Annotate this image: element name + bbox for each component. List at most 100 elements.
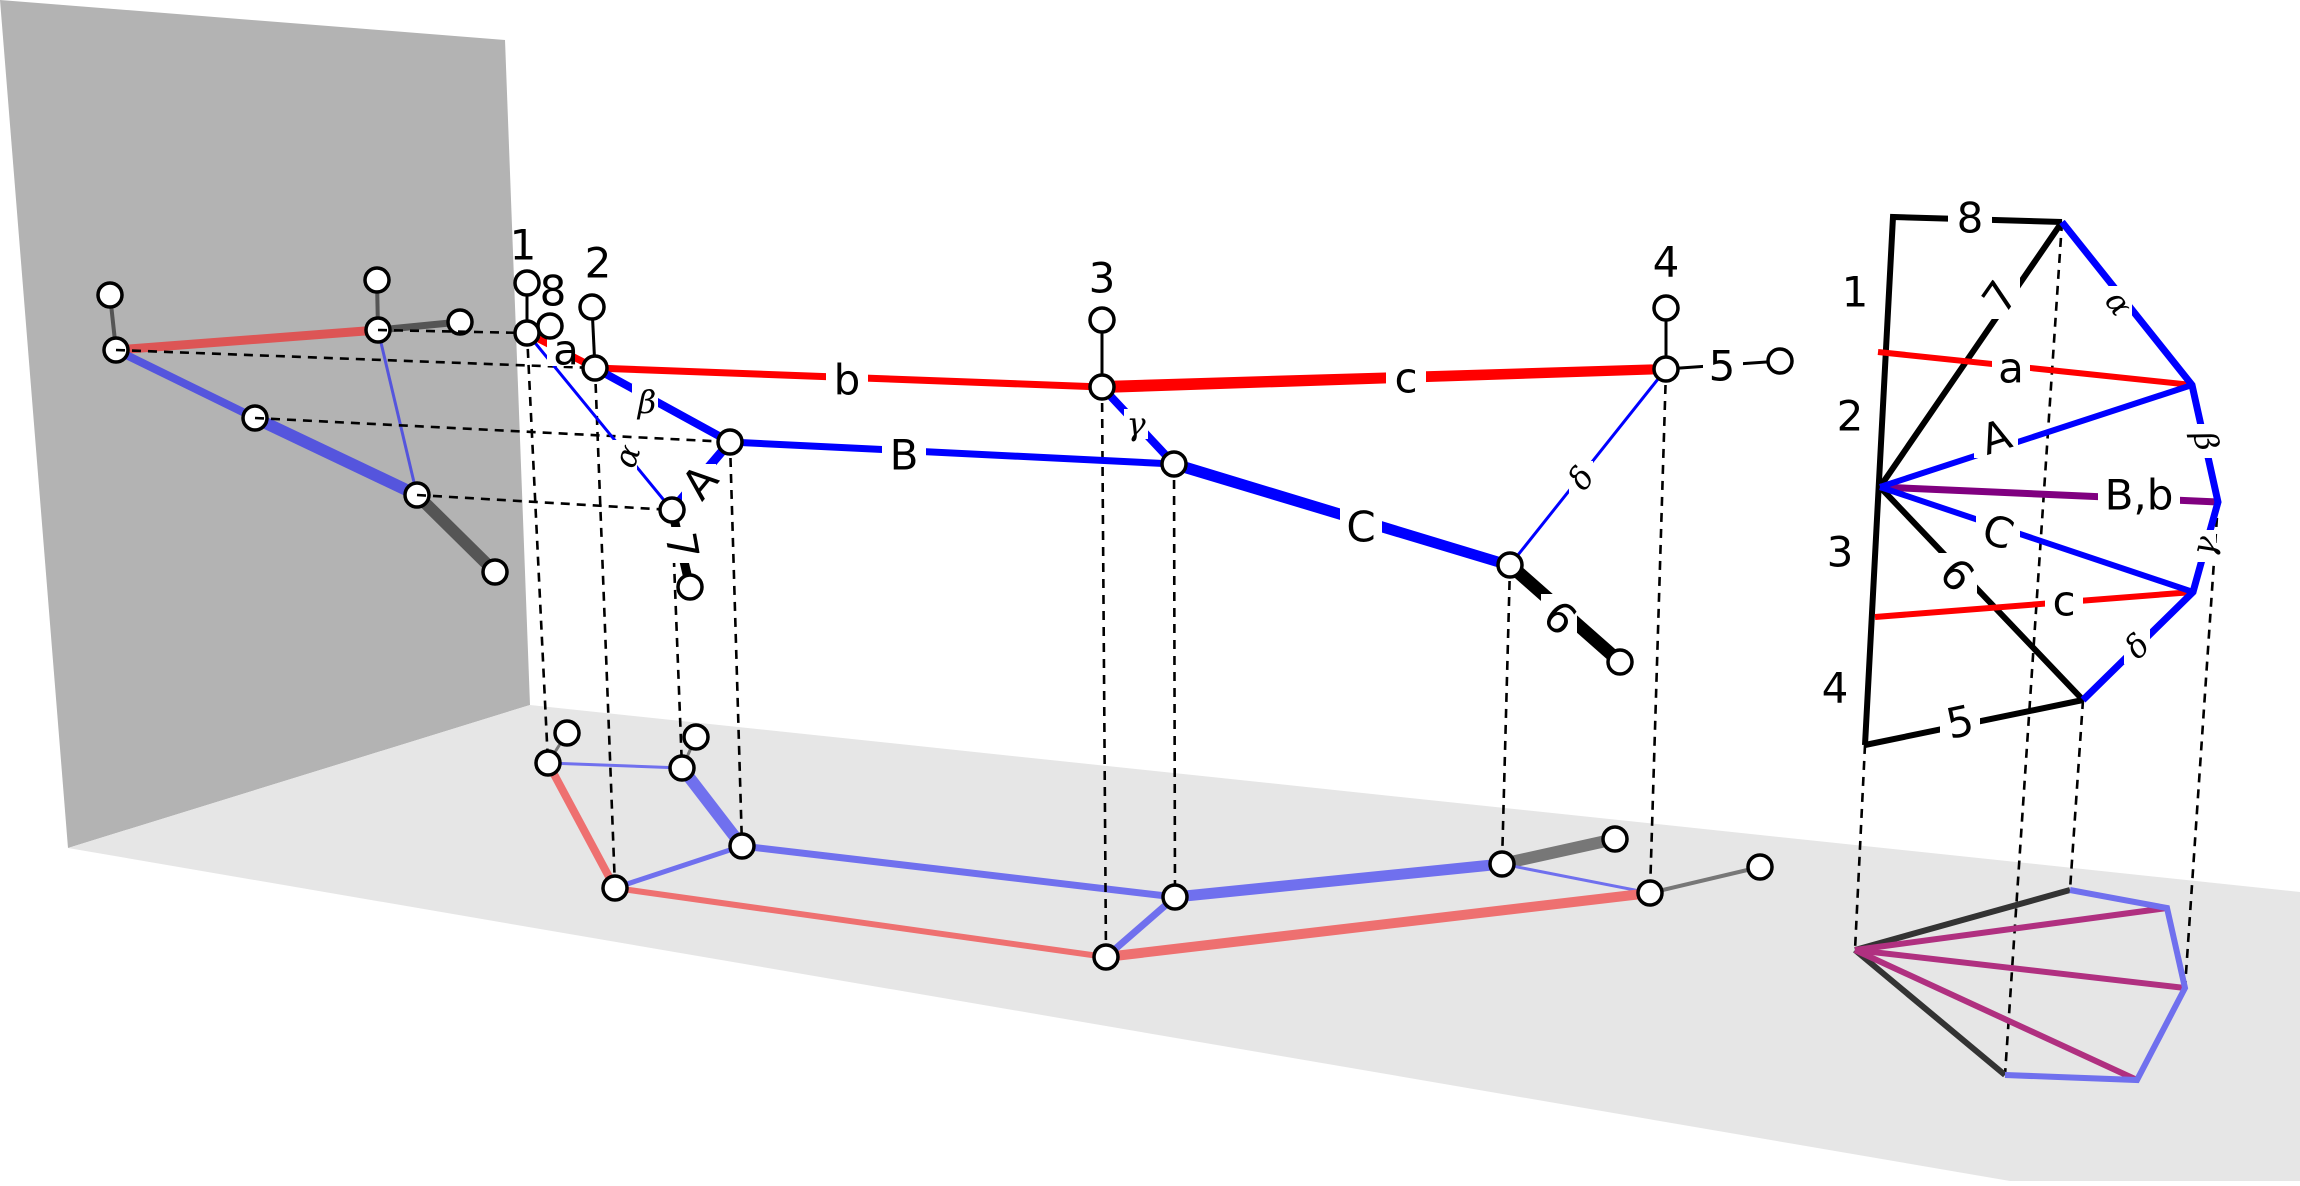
recip-floor-polygon — [2004, 887, 2189, 1084]
reciprocal-diagram: 8 5 7 6 a c A B,b C α β γ δ 1 2 3 4 — [1822, 194, 2227, 749]
floor-gray-member — [1649, 865, 1761, 895]
floor-node — [1488, 850, 1516, 878]
label-c: c — [1394, 354, 1417, 403]
label-B: B — [890, 431, 919, 480]
force-polygon-blue — [2059, 219, 2222, 703]
label-gamma: γ — [1126, 405, 1146, 443]
node — [1652, 355, 1680, 383]
dash-line — [2003, 221, 2064, 1076]
node — [1652, 294, 1680, 322]
wall-node — [446, 308, 474, 336]
force-7 — [1877, 220, 2065, 489]
node — [578, 293, 606, 321]
floor-blue-member — [677, 764, 747, 850]
load-line — [1862, 213, 2063, 746]
label-bg — [2192, 530, 2216, 562]
recip-label-Bb: B,b — [2105, 471, 2174, 520]
dash-line — [1172, 463, 1177, 898]
label-bg — [1937, 553, 1977, 597]
floor-blue-member — [1103, 894, 1178, 960]
label-bg — [1703, 343, 1743, 385]
label-bg — [2106, 286, 2132, 320]
label-bg — [1948, 196, 1992, 240]
node — [658, 496, 686, 524]
floor-node — [668, 754, 696, 782]
label-bg — [632, 384, 658, 418]
recip-floor-member — [1854, 947, 2186, 991]
node — [581, 354, 609, 382]
recip-label-beta: β — [2185, 427, 2226, 454]
label-bg — [2194, 424, 2218, 458]
label-bg — [1980, 275, 2020, 319]
floor-red-member — [614, 885, 1107, 960]
recip-label-a: a — [1998, 344, 2024, 393]
node — [1088, 373, 1116, 401]
label-C: C — [1346, 503, 1375, 552]
floor-node — [601, 874, 629, 902]
force-c — [1874, 589, 2194, 620]
label-bg — [826, 355, 868, 403]
label-b: b — [834, 356, 861, 405]
dash-line — [2183, 501, 2220, 989]
floor-node — [1092, 943, 1120, 971]
node — [1766, 347, 1794, 375]
floor-projection — [544, 732, 1761, 962]
recip-label-4: 4 — [1822, 664, 1849, 713]
floor-node — [1161, 883, 1189, 911]
node — [1088, 306, 1116, 334]
floor-red-member — [544, 761, 619, 890]
floor-blue-member — [614, 843, 743, 891]
wall-blue-member-a — [114, 346, 257, 422]
recip-label-c: c — [2052, 577, 2075, 626]
projection-dashes — [115, 221, 2220, 1076]
wall-gray-member-bottom — [412, 490, 500, 577]
label-bg — [1386, 352, 1426, 398]
label-bg — [1340, 503, 1382, 549]
floor-node — [1746, 853, 1774, 881]
node-label-1: 1 — [510, 221, 537, 270]
label-bg — [1124, 409, 1148, 439]
member-beta — [593, 364, 732, 446]
label-bg — [1541, 594, 1577, 636]
label-bg — [2098, 472, 2180, 518]
floor-node — [534, 749, 562, 777]
floor-blue-member — [1501, 862, 1651, 895]
recip-label-1: 1 — [1842, 268, 1869, 317]
label-7: 7 — [656, 529, 709, 564]
label-bg — [2045, 580, 2083, 622]
label-bg — [667, 527, 695, 563]
dash-line — [593, 367, 617, 889]
recip-floor-member — [1854, 905, 2168, 953]
node — [716, 428, 744, 456]
label-bg — [1940, 700, 1980, 744]
label-bg — [1992, 346, 2030, 390]
label-5: 5 — [1709, 342, 1736, 391]
node-label-8: 8 — [540, 267, 567, 316]
label-bg — [682, 464, 716, 504]
node-labels: 1 2 3 4 8 — [510, 221, 1680, 316]
label-bg — [882, 431, 926, 479]
wall-blue-member-c — [376, 329, 419, 496]
node — [513, 269, 541, 297]
floor-node — [1601, 825, 1629, 853]
dash-line — [670, 509, 684, 769]
floor-gray-member — [1500, 833, 1617, 870]
wall-node — [481, 558, 509, 586]
recip-label-3: 3 — [1827, 528, 1854, 577]
floor-blue-member — [1174, 858, 1503, 903]
floor-node — [728, 832, 756, 860]
member-B — [729, 438, 1175, 468]
dash-line — [728, 441, 744, 847]
node-label-2: 2 — [585, 239, 612, 288]
recip-floor-projection — [1853, 887, 2189, 1084]
floor-node — [682, 723, 710, 751]
force-C — [1879, 484, 2194, 595]
member-c — [1102, 364, 1666, 393]
node — [536, 312, 564, 340]
floor-node — [553, 719, 581, 747]
node — [1606, 648, 1634, 676]
wall-node — [363, 266, 391, 294]
floor-red-member — [1105, 888, 1651, 962]
